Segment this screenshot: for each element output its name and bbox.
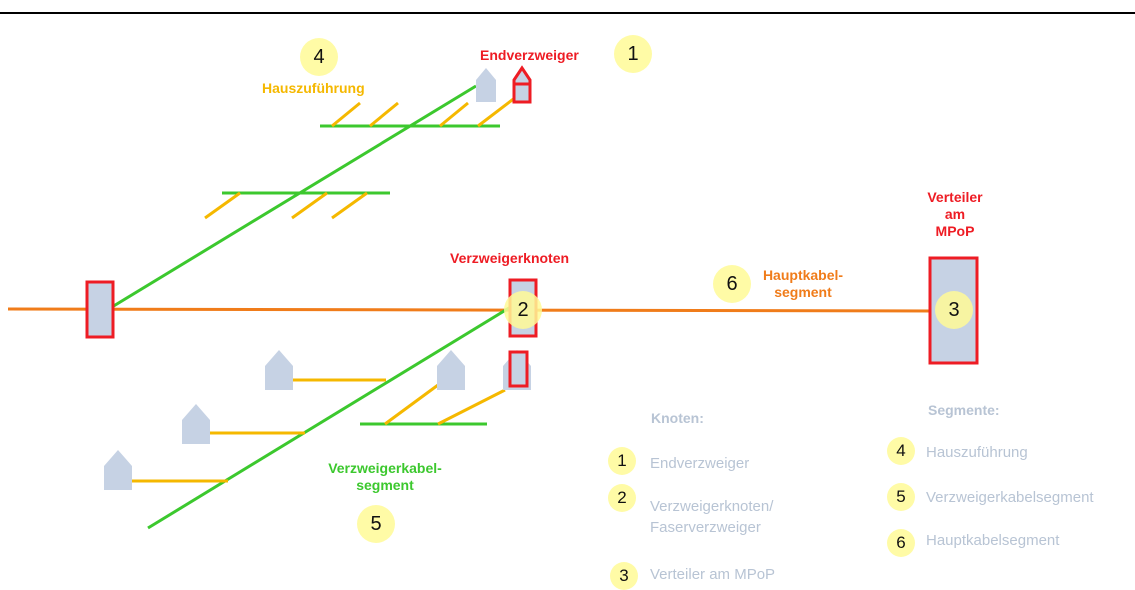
- verzweigerknoten-label: Verzweigerknoten: [450, 250, 570, 266]
- main-cable: [7, 307, 936, 313]
- badge-endverzweiger: 1: [614, 35, 652, 73]
- badge-hauptkabel: 6: [713, 265, 751, 303]
- verteiler-label-line-1: Verteiler: [927, 189, 983, 205]
- legend-knoten-badge-3: 3: [610, 562, 638, 590]
- endverzweiger-label: Endverzweiger: [480, 47, 579, 63]
- legend-segmente-text-4: Hauszuführung: [926, 444, 1028, 461]
- badge-hauszufuehrung: 4: [300, 38, 338, 76]
- verzweigerknoten-node-lower: [508, 350, 529, 388]
- legend-knoten-text-1: Endverzweiger: [650, 455, 750, 472]
- verzweigerkabel-label-line-2: segment: [356, 477, 414, 493]
- house-icon: [437, 350, 465, 390]
- house-drops: [130, 95, 517, 483]
- hauptkabel-label-line-1: Hauptkabel-: [762, 267, 844, 283]
- houses: [104, 68, 531, 490]
- legend-knoten-badge-1: 1: [608, 447, 636, 475]
- branch-cable-upper-diagonal: [111, 84, 477, 309]
- legend-segmente-badge-5: 5: [887, 483, 915, 511]
- endverzweiger-node: [512, 65, 532, 104]
- badge-verteiler: 3: [935, 291, 973, 329]
- verteiler-mpop-label: Verteiler am MPoP: [910, 189, 1000, 240]
- hauptkabel-label-line-2: segment: [774, 284, 832, 300]
- branch-point-node: [85, 280, 115, 339]
- verteiler-label-line-3: MPoP: [935, 223, 975, 239]
- house-icon: [265, 350, 293, 390]
- badge-verzweigerkabel: 5: [357, 505, 395, 543]
- legend-knoten-text-2b: Faserverzweiger: [650, 519, 761, 536]
- verzweigerkabel-label: Verzweigerkabel- segment: [300, 460, 470, 494]
- hauszufuehrung-label: Hauszuführung: [262, 80, 365, 96]
- legend-knoten-badge-2: 2: [608, 484, 636, 512]
- verteiler-label-line-2: am: [944, 206, 966, 222]
- branch-cables: [111, 84, 515, 530]
- legend-segmente-title: Segmente:: [928, 402, 1000, 418]
- legend-knoten-title: Knoten:: [651, 410, 704, 426]
- house-icon: [182, 404, 210, 444]
- verzweigerkabel-label-line-1: Verzweigerkabel-: [328, 460, 442, 476]
- legend-knoten-text-2: Verzweigerknoten/: [650, 498, 774, 515]
- branch-cable-lower-diagonal: [147, 303, 515, 530]
- house-icon: [104, 450, 132, 490]
- legend-segmente-badge-6: 6: [887, 529, 915, 557]
- legend-knoten-text-3: Verteiler am MPoP: [650, 566, 776, 583]
- legend-segmente-text-6: Hauptkabelsegment: [926, 532, 1060, 549]
- hauptkabel-label: Hauptkabel- segment: [748, 267, 858, 301]
- legend-segmente-text-5: Verzweigerkabelsegment: [926, 489, 1094, 506]
- legend-segmente-badge-4: 4: [887, 437, 915, 465]
- badge-verzweigerknoten: 2: [504, 291, 542, 329]
- house-icon: [476, 68, 496, 102]
